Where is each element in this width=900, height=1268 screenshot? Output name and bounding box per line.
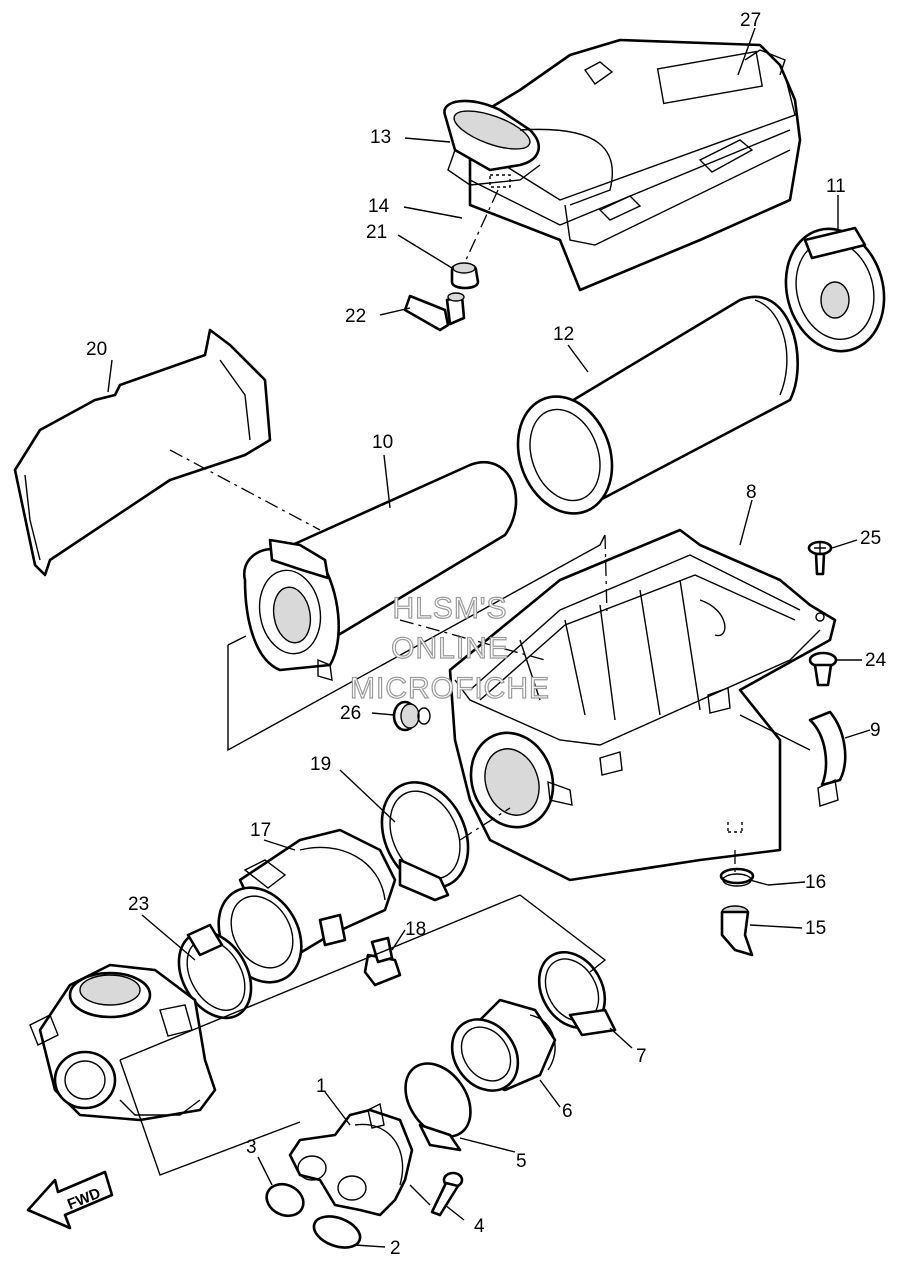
callout-26: 26 xyxy=(340,703,361,724)
leader-lines xyxy=(107,27,871,1248)
centerline-19 xyxy=(459,807,511,841)
callouts: 27 13 14 21 22 11 12 20 10 8 25 24 9 26 … xyxy=(86,10,887,1259)
callout-8: 8 xyxy=(746,482,757,503)
callout-1: 1 xyxy=(316,1076,327,1097)
centerline-16 xyxy=(727,822,743,833)
air-box-cap xyxy=(468,38,802,292)
assembly-outline xyxy=(119,894,607,1206)
callout-16: 16 xyxy=(805,872,826,893)
screw-25 xyxy=(807,540,833,576)
callout-20: 20 xyxy=(86,339,107,360)
callout-19: 19 xyxy=(310,754,331,775)
centerline-10 xyxy=(399,619,546,661)
clamp-7 xyxy=(537,950,617,1037)
air-box-case-8 xyxy=(448,528,837,882)
callout-13: 13 xyxy=(370,127,391,148)
centerline-8a xyxy=(604,534,608,616)
callout-18: 18 xyxy=(405,919,426,940)
fwd-arrow: FWD xyxy=(26,1170,114,1230)
callout-14: 14 xyxy=(368,196,390,217)
callout-17: 17 xyxy=(250,820,271,841)
callout-23: 23 xyxy=(128,894,149,915)
callout-15: 15 xyxy=(805,918,826,939)
watermark-line-3: MICROFICHE xyxy=(350,672,550,705)
clamp-5 xyxy=(404,1062,472,1152)
band-clamp-9 xyxy=(808,710,847,807)
callout-27: 27 xyxy=(740,10,761,31)
spring-clip-16 xyxy=(719,867,769,887)
callout-7: 7 xyxy=(636,1046,647,1067)
centerline-21 xyxy=(464,189,499,263)
intake-manifold-1 xyxy=(288,1102,414,1217)
element-cap-11 xyxy=(784,226,886,353)
elbow-fitting-22 xyxy=(403,292,466,332)
watermark: HLSM'S ONLINE MICROFICHE xyxy=(349,591,550,705)
callout-9: 9 xyxy=(870,720,881,741)
clamp-23 xyxy=(177,923,253,1020)
callout-22: 22 xyxy=(345,306,366,327)
intake-duct-13 xyxy=(443,99,614,206)
clamp-19 xyxy=(380,781,470,902)
grommet-21 xyxy=(450,262,480,290)
callout-25: 25 xyxy=(860,528,881,549)
breather-fitting-18 xyxy=(363,936,402,987)
bolt-4 xyxy=(430,1171,464,1217)
shield-plate-20 xyxy=(13,328,272,577)
callout-21: 21 xyxy=(366,222,387,243)
watermark-line-2: ONLINE xyxy=(391,632,509,665)
o-ring-2 xyxy=(312,1215,362,1249)
callout-10: 10 xyxy=(372,432,393,453)
callout-6: 6 xyxy=(562,1101,573,1122)
bracket-10b xyxy=(227,635,247,646)
watermark-line-1: HLSM'S xyxy=(392,592,507,625)
callout-2: 2 xyxy=(390,1238,401,1259)
o-ring-3 xyxy=(265,1182,305,1218)
callout-12: 12 xyxy=(553,324,574,345)
carburetor-joint-6 xyxy=(450,998,557,1092)
filter-element-10 xyxy=(242,461,518,681)
callout-5: 5 xyxy=(516,1151,527,1172)
rivet-24 xyxy=(808,651,838,687)
centerline-20 xyxy=(169,449,321,531)
drain-cap-15 xyxy=(720,905,754,957)
callout-4: 4 xyxy=(474,1216,485,1237)
callout-11: 11 xyxy=(826,176,846,197)
callout-3: 3 xyxy=(246,1137,257,1158)
callout-24: 24 xyxy=(865,650,887,671)
grommet-26 xyxy=(392,700,431,732)
bracket-10 xyxy=(227,534,606,752)
carburetor xyxy=(29,963,217,1122)
filter-element-12 xyxy=(516,295,799,515)
